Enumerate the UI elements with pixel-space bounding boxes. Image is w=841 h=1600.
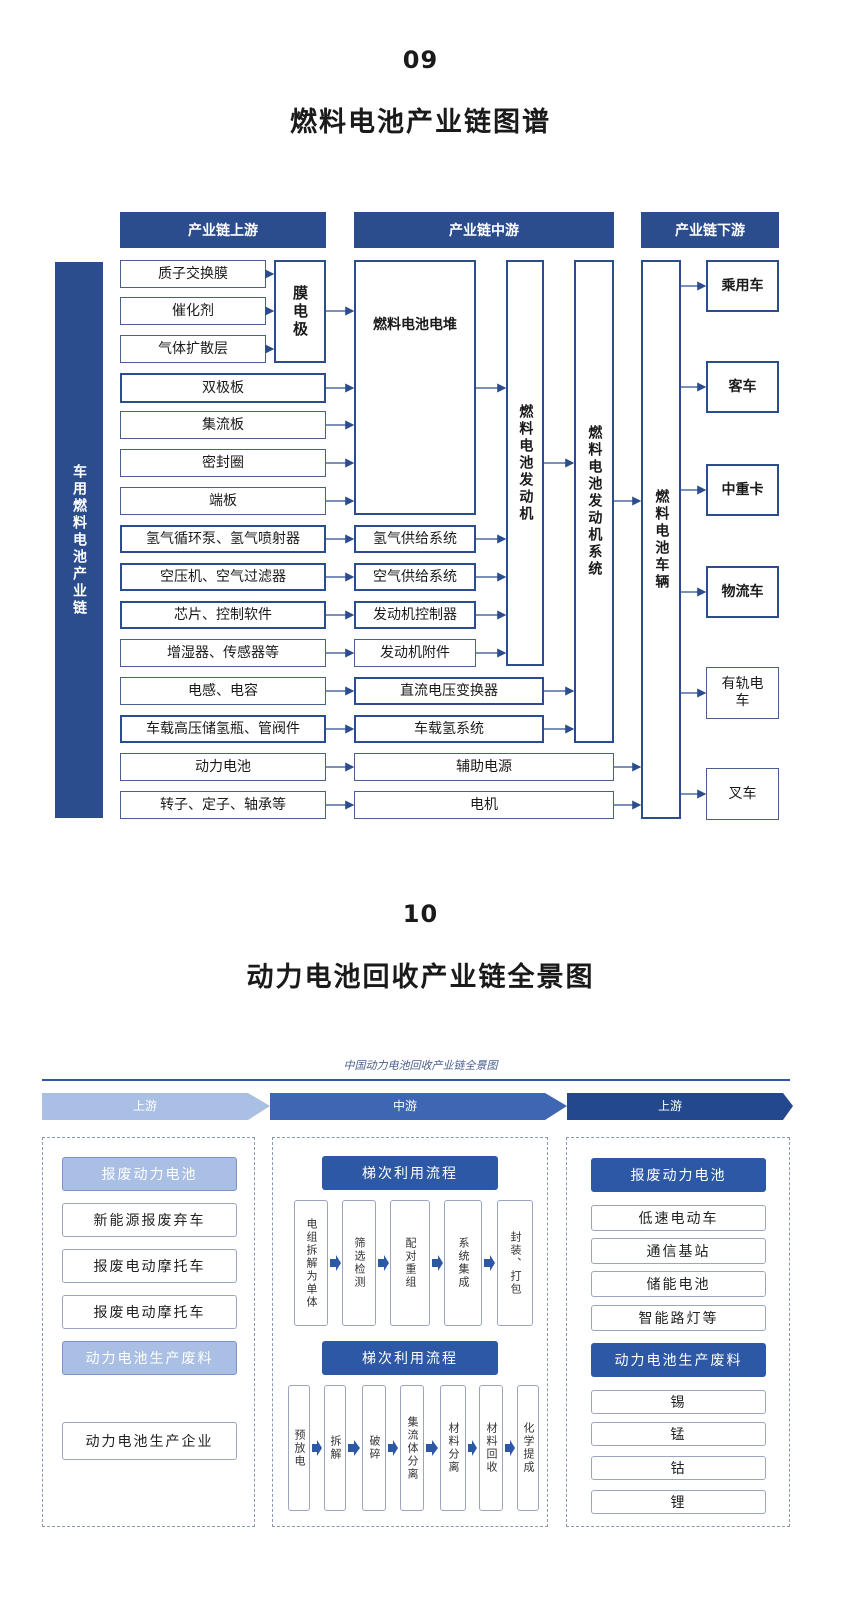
flow1-step-1-label: 筛选检测	[353, 1237, 366, 1289]
flow1-step-1: 筛选检测	[342, 1200, 376, 1326]
flow2-step-4-label: 材料分离	[447, 1422, 460, 1474]
header-midstream: 产业链中游	[354, 212, 614, 248]
item-rotor-stator: 转子、定子、轴承等	[120, 791, 326, 819]
down-heavy-truck: 中重卡	[706, 464, 779, 516]
fuel-cell-stack-box: 燃料电池电堆	[354, 260, 476, 515]
item-gas-diffusion-layer: 气体扩散层	[120, 335, 266, 363]
right-item-cobalt: 钴	[591, 1456, 766, 1480]
flow1-step-4-label: 封装、打包	[509, 1230, 522, 1296]
flow2-title: 梯次利用流程	[322, 1341, 498, 1375]
left-header-production-waste: 动力电池生产废料	[62, 1341, 237, 1375]
flow1-title: 梯次利用流程	[322, 1156, 498, 1190]
mid-dc-converter: 直流电压变换器	[354, 677, 544, 705]
stage-upstream-label: 上游	[132, 1099, 157, 1113]
flow1-step-0-label: 电组拆解为单体	[305, 1217, 318, 1309]
flow2-step-3: 集流体分离	[400, 1385, 424, 1511]
fuel-cell-stack-label: 燃料电池电堆	[373, 317, 457, 334]
mid-hydrogen-supply: 氢气供给系统	[354, 525, 476, 553]
flow2-step-0-label: 预放电	[293, 1428, 306, 1468]
flow2-step-6-label: 化学提成	[522, 1422, 535, 1474]
stage-downstream-label: 上游	[657, 1099, 682, 1113]
flow2-step-5: 材料回收	[479, 1385, 503, 1511]
diagram-10-caption: 中国动力电池回收产业链全景图	[343, 1059, 498, 1072]
down-passenger-car: 乘用车	[706, 260, 779, 312]
flow2-step-0: 预放电	[288, 1385, 310, 1511]
down-bus: 客车	[706, 361, 779, 413]
flow2-step-4: 材料分离	[440, 1385, 466, 1511]
fuel-cell-engine-system-box: 燃料电池发动机系统	[574, 260, 614, 743]
flow1-step-2-label: 配对重组	[404, 1237, 417, 1289]
down-tram: 有轨电车	[706, 667, 779, 719]
fuel-cell-vehicle-box: 燃料电池车辆	[641, 260, 681, 819]
item-proton-exchange-membrane: 质子交换膜	[120, 260, 266, 288]
flow2-step-5-label: 材料回收	[485, 1422, 498, 1474]
right-header-production-waste: 动力电池生产废料	[591, 1343, 766, 1377]
right-item-low-speed-ev: 低速电动车	[591, 1205, 766, 1231]
section-9-title: 燃料电池产业链图谱	[290, 107, 551, 138]
item-humidifier-sensor: 增湿器、传感器等	[120, 639, 326, 667]
flow1-step-2: 配对重组	[390, 1200, 430, 1326]
item-bipolar-plate: 双极板	[120, 373, 326, 403]
flow2-step-6: 化学提成	[517, 1385, 539, 1511]
section-10-title: 动力电池回收产业链全景图	[246, 962, 595, 993]
mid-engine-controller: 发动机控制器	[354, 601, 476, 629]
flow2-step-1-label: 拆解	[329, 1435, 342, 1461]
stage-midstream-label: 中游	[392, 1099, 417, 1113]
right-item-base-station: 通信基站	[591, 1238, 766, 1264]
item-chip-software: 芯片、控制软件	[120, 601, 326, 629]
flow1-step-4: 封装、打包	[497, 1200, 533, 1326]
right-item-lithium: 锂	[591, 1490, 766, 1514]
item-current-collector: 集流板	[120, 411, 326, 439]
flow2-step-2: 破碎	[362, 1385, 386, 1511]
flow1-step-3-label: 系统集成	[457, 1237, 470, 1289]
right-item-energy-storage: 储能电池	[591, 1271, 766, 1297]
right-header-scrap-battery: 报废动力电池	[591, 1158, 766, 1192]
right-item-manganese: 锰	[591, 1422, 766, 1446]
down-forklift: 叉车	[706, 768, 779, 820]
header-downstream: 产业链下游	[641, 212, 779, 248]
item-seal-ring: 密封圈	[120, 449, 326, 477]
left-item-0: 新能源报废弃车	[62, 1203, 237, 1237]
item-power-battery: 动力电池	[120, 753, 326, 781]
mid-engine-accessory: 发动机附件	[354, 639, 476, 667]
item-catalyst: 催化剂	[120, 297, 266, 325]
left-item-battery-manufacturer: 动力电池生产企业	[62, 1422, 237, 1460]
section-9-number: 09	[402, 46, 439, 74]
item-inductor-capacitor: 电感、电容	[120, 677, 326, 705]
item-hydrogen-pump: 氢气循环泵、氢气喷射器	[120, 525, 326, 553]
panel-downstream	[566, 1137, 790, 1527]
flow1-step-3: 系统集成	[444, 1200, 482, 1326]
item-hydrogen-tank: 车载高压储氢瓶、管阀件	[120, 715, 326, 743]
mid-motor: 电机	[354, 791, 614, 819]
header-upstream: 产业链上游	[120, 212, 326, 248]
mid-hydrogen-system: 车载氢系统	[354, 715, 544, 743]
side-label-fuel-cell-chain: 车用燃料电池产业链	[55, 262, 103, 818]
left-header-scrap-battery: 报废动力电池	[62, 1157, 237, 1191]
section-10-number: 10	[402, 900, 439, 928]
right-item-tin: 锡	[591, 1390, 766, 1414]
left-item-2: 报废电动摩托车	[62, 1295, 237, 1329]
flow2-step-2-label: 破碎	[368, 1435, 381, 1461]
fuel-cell-engine-box: 燃料电池发动机	[506, 260, 544, 666]
membrane-electrode-box: 膜电极	[274, 260, 326, 363]
down-logistics-vehicle: 物流车	[706, 566, 779, 618]
panel-midstream	[272, 1137, 548, 1527]
left-item-1: 报废电动摩托车	[62, 1249, 237, 1283]
mid-auxiliary-power: 辅助电源	[354, 753, 614, 781]
item-end-plate: 端板	[120, 487, 326, 515]
right-item-street-light: 智能路灯等	[591, 1305, 766, 1331]
flow1-step-0: 电组拆解为单体	[294, 1200, 328, 1326]
item-air-compressor: 空压机、空气过滤器	[120, 563, 326, 591]
panel-upstream	[42, 1137, 255, 1527]
flow2-step-3-label: 集流体分离	[406, 1415, 419, 1481]
mid-air-supply: 空气供给系统	[354, 563, 476, 591]
flow2-step-1: 拆解	[324, 1385, 346, 1511]
